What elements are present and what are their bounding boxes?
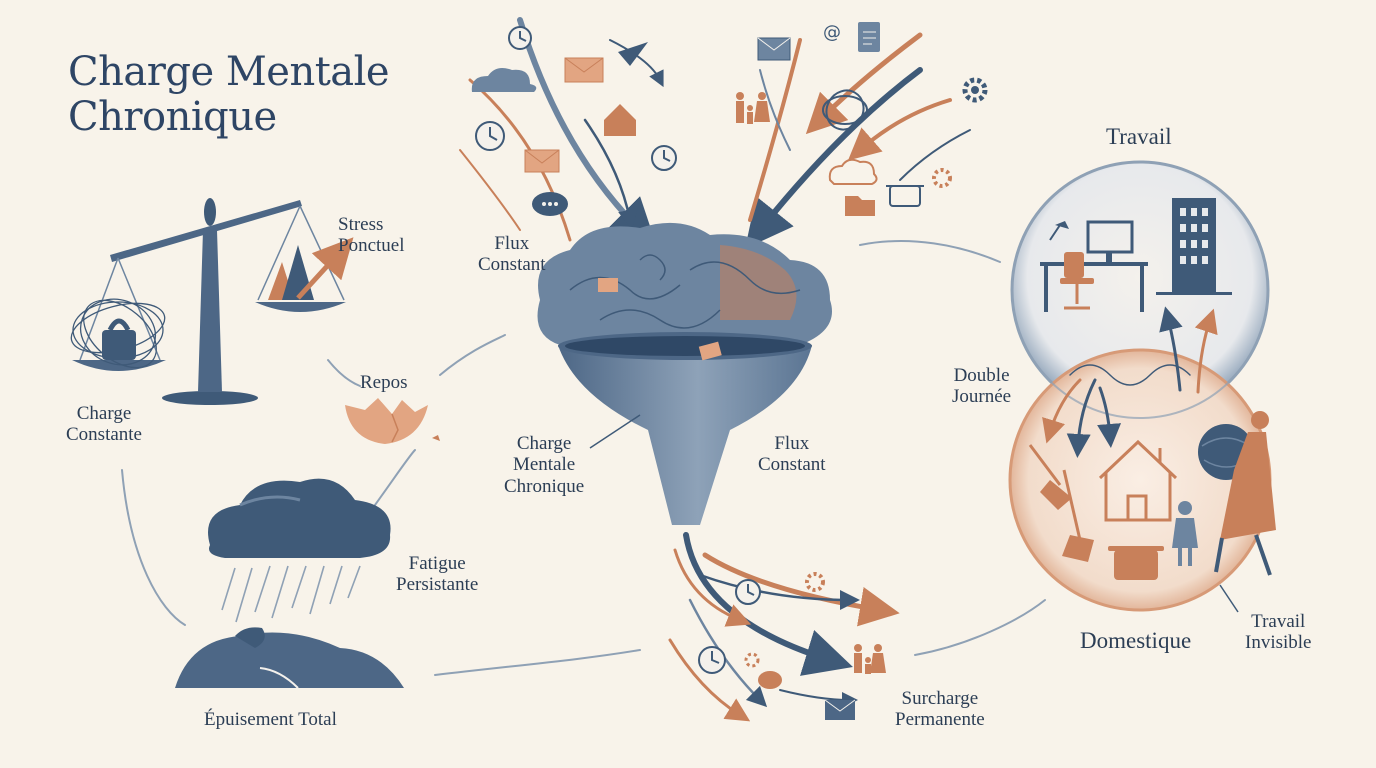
- envelope-icon: [598, 278, 618, 292]
- clock-icon: [651, 145, 677, 171]
- outgoing-flow: [668, 532, 900, 722]
- exhausted-mound-icon: [175, 627, 404, 689]
- label-domestique: Domestique: [1080, 628, 1192, 653]
- child-icon: [1172, 501, 1198, 566]
- envelope-icon: [824, 699, 856, 720]
- cloud-icon: [471, 68, 537, 92]
- page-title: Charge Mentale Chronique: [68, 49, 390, 140]
- envelope-icon: [698, 341, 722, 361]
- label-double-journee: Double Journée: [952, 365, 1012, 408]
- scribble-knot-icon: [822, 89, 868, 131]
- funnel-icon: [537, 222, 832, 525]
- family-icon: [854, 644, 886, 674]
- envelope-icon: [524, 149, 560, 173]
- clock-icon: [508, 26, 532, 50]
- at-sign-icon: @: [823, 22, 841, 43]
- family-icon: [736, 92, 770, 124]
- label-epuisement-total: Épuisement Total: [204, 709, 337, 730]
- label-travail: Travail: [1106, 124, 1172, 149]
- folder-icon: [845, 196, 875, 216]
- outgoing-icons: [698, 572, 886, 720]
- broom-icon: [1028, 444, 1094, 562]
- gear-icon: [744, 652, 760, 668]
- desk-icon: [1040, 220, 1148, 312]
- clipboard-icon: [858, 22, 880, 52]
- gear-icon: [962, 77, 988, 103]
- clock-icon: [698, 646, 726, 674]
- office-chair-icon: [1060, 252, 1094, 310]
- envelope-icon: [757, 37, 791, 61]
- work-bubble: [1010, 160, 1270, 420]
- clock-icon: [735, 579, 761, 605]
- speech-bubble-icon: [532, 192, 568, 216]
- cycle-arcs: [121, 240, 1046, 676]
- label-charge-constante: Charge Constante: [66, 403, 142, 446]
- bubble-link-arrows: [1042, 306, 1218, 458]
- label-fatigue-persistante: Fatigue Persistante: [396, 553, 479, 596]
- gear-icon: [932, 168, 952, 188]
- paper-plane-icon: [618, 42, 648, 66]
- label-repos: Repos: [360, 372, 408, 393]
- label-travail-invisible: Travail Invisible: [1245, 611, 1312, 654]
- broken-egg-icon: [345, 398, 440, 444]
- label-stress-ponctuel: Stress Ponctuel: [338, 214, 405, 257]
- rain-cloud-icon: [208, 478, 391, 623]
- label-charge-mentale-chronique: Charge Mentale Chronique: [504, 433, 585, 497]
- balance-scale-icon: [70, 198, 354, 405]
- scattered-icons: @: [471, 22, 988, 216]
- domestic-bubble: [1008, 161, 1276, 612]
- gear-icon: [805, 572, 825, 592]
- svg-text:@: @: [823, 22, 841, 43]
- leader-lines: [589, 414, 1239, 613]
- speech-bubble-icon: [758, 671, 782, 689]
- envelope-icon: [564, 57, 604, 83]
- house-icon: [1098, 439, 1178, 522]
- clock-icon: [475, 121, 505, 151]
- house-icon: [604, 104, 636, 136]
- incoming-flow-right: [745, 32, 971, 249]
- label-flux-constant-top: Flux Constant: [478, 233, 546, 276]
- cooking-pot-icon: [886, 185, 924, 207]
- office-building-icon: [1156, 198, 1232, 295]
- woman-carrying-burden-icon: [1198, 411, 1276, 576]
- label-flux-constant-right: Flux Constant: [758, 433, 826, 476]
- thought-cloud-icon: [828, 158, 878, 185]
- cooking-pot-icon: [1108, 546, 1164, 580]
- label-surcharge-permanente: Surcharge Permanente: [895, 688, 985, 731]
